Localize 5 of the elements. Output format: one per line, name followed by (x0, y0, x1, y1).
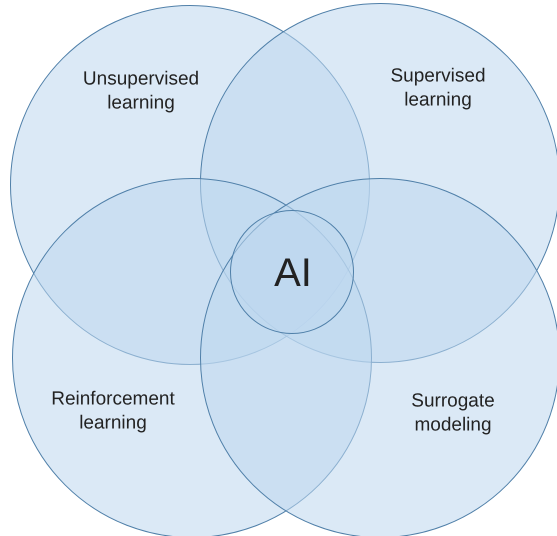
circle-label: AI (273, 250, 313, 297)
circle-label: Unsupervised learning (82, 67, 200, 115)
circle-label: Supervised learning (389, 64, 487, 112)
circle-label: Reinforcement learning (50, 387, 176, 435)
circle-label: Surrogate modeling (410, 389, 496, 437)
